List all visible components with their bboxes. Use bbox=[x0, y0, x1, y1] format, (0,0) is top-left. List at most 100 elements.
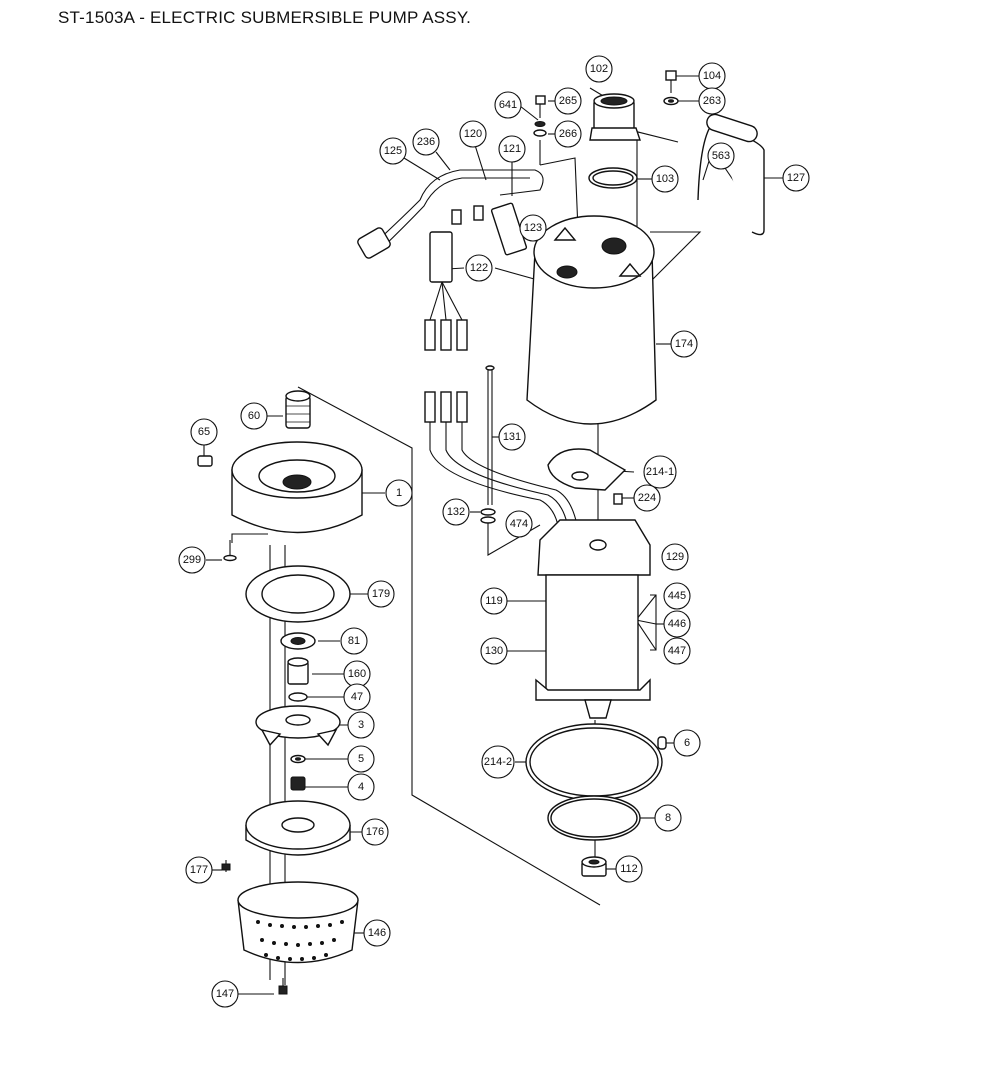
callout-266: 266 bbox=[554, 120, 582, 148]
nut-4 bbox=[290, 776, 306, 791]
svg-text:174: 174 bbox=[675, 338, 693, 350]
washer-263 bbox=[663, 96, 679, 106]
lead-wires bbox=[424, 391, 581, 546]
svg-text:127: 127 bbox=[787, 172, 805, 184]
svg-text:102: 102 bbox=[590, 63, 608, 75]
bearing-81 bbox=[280, 632, 316, 650]
svg-text:1: 1 bbox=[396, 487, 402, 499]
svg-text:214-1: 214-1 bbox=[646, 466, 674, 478]
callout-3: 3 bbox=[347, 711, 375, 739]
svg-text:112: 112 bbox=[620, 863, 638, 875]
callout-81: 81 bbox=[340, 627, 368, 655]
svg-text:8: 8 bbox=[665, 812, 671, 824]
callout-102: 102 bbox=[585, 55, 613, 83]
callout-446: 446 bbox=[663, 610, 691, 638]
svg-text:563: 563 bbox=[712, 150, 730, 162]
svg-text:447: 447 bbox=[668, 645, 686, 657]
gasket-214-1 bbox=[547, 448, 627, 491]
callout-103: 103 bbox=[651, 165, 679, 193]
svg-text:47: 47 bbox=[351, 691, 363, 703]
washer-5 bbox=[290, 754, 306, 764]
callout-214-1: 214-1 bbox=[643, 455, 677, 489]
callout-47: 47 bbox=[343, 683, 371, 711]
callout-112: 112 bbox=[615, 855, 643, 883]
callout-563: 563 bbox=[707, 142, 735, 170]
callout-5: 5 bbox=[347, 745, 375, 773]
svg-text:125: 125 bbox=[384, 145, 402, 157]
svg-text:60: 60 bbox=[248, 410, 260, 422]
svg-text:641: 641 bbox=[499, 99, 517, 111]
pump-casing-176 bbox=[245, 800, 351, 856]
svg-text:119: 119 bbox=[485, 595, 503, 607]
svg-text:123: 123 bbox=[524, 222, 542, 234]
mechanical-seal-60 bbox=[285, 390, 311, 429]
callout-177: 177 bbox=[185, 856, 213, 884]
screw-224 bbox=[613, 493, 623, 505]
callout-127: 127 bbox=[782, 164, 810, 192]
callout-120: 120 bbox=[459, 120, 487, 148]
callout-65: 65 bbox=[190, 418, 218, 446]
motor-housing-174 bbox=[526, 215, 657, 425]
impeller-3 bbox=[255, 705, 341, 747]
callout-263: 263 bbox=[698, 87, 726, 115]
bracket-1 bbox=[231, 441, 363, 534]
callout-299: 299 bbox=[178, 546, 206, 574]
svg-text:146: 146 bbox=[368, 927, 386, 939]
washer-132 bbox=[480, 508, 496, 524]
svg-text:299: 299 bbox=[183, 554, 201, 566]
o-ring-103 bbox=[588, 167, 638, 189]
screw-299 bbox=[223, 540, 237, 562]
callout-146: 146 bbox=[363, 919, 391, 947]
callout-4: 4 bbox=[347, 773, 375, 801]
discharge-outlet-102 bbox=[589, 93, 641, 141]
callout-445: 445 bbox=[663, 582, 691, 610]
callout-122: 122 bbox=[465, 254, 493, 282]
svg-text:131: 131 bbox=[503, 431, 521, 443]
callout-1: 1 bbox=[385, 479, 413, 507]
callout-160: 160 bbox=[343, 660, 371, 688]
svg-text:129: 129 bbox=[666, 551, 684, 563]
motor-stator-119 bbox=[535, 519, 651, 719]
callout-119: 119 bbox=[480, 587, 508, 615]
svg-text:6: 6 bbox=[684, 737, 690, 749]
callout-224: 224 bbox=[633, 484, 661, 512]
sleeve-160 bbox=[287, 657, 309, 685]
o-ring-214-2 bbox=[525, 723, 663, 801]
callout-123: 123 bbox=[519, 214, 547, 242]
callout-8: 8 bbox=[654, 804, 682, 832]
svg-text:122: 122 bbox=[470, 262, 488, 274]
callout-130: 130 bbox=[480, 637, 508, 665]
callout-176: 176 bbox=[361, 818, 389, 846]
pin-6 bbox=[657, 736, 667, 750]
svg-text:263: 263 bbox=[703, 95, 721, 107]
svg-text:4: 4 bbox=[358, 781, 364, 793]
bolt-265 bbox=[533, 95, 547, 137]
callout-174: 174 bbox=[670, 330, 698, 358]
svg-text:445: 445 bbox=[668, 590, 686, 602]
svg-text:177: 177 bbox=[190, 864, 208, 876]
callout-147: 147 bbox=[211, 980, 239, 1008]
callout-6: 6 bbox=[673, 729, 701, 757]
callout-179: 179 bbox=[367, 580, 395, 608]
svg-text:103: 103 bbox=[656, 173, 674, 185]
callout-125: 125 bbox=[379, 137, 407, 165]
svg-text:176: 176 bbox=[366, 826, 384, 838]
o-ring-47 bbox=[288, 692, 308, 702]
svg-text:214-2: 214-2 bbox=[484, 756, 512, 768]
callout-236: 236 bbox=[412, 128, 440, 156]
svg-text:160: 160 bbox=[348, 668, 366, 680]
svg-text:104: 104 bbox=[703, 70, 721, 82]
svg-text:147: 147 bbox=[216, 988, 234, 1000]
svg-text:266: 266 bbox=[559, 128, 577, 140]
svg-text:236: 236 bbox=[417, 136, 435, 148]
callout-104: 104 bbox=[698, 62, 726, 90]
svg-text:3: 3 bbox=[358, 719, 364, 731]
callout-265: 265 bbox=[554, 87, 582, 115]
strainer-146 bbox=[237, 881, 359, 964]
svg-text:130: 130 bbox=[485, 645, 503, 657]
svg-text:65: 65 bbox=[198, 426, 210, 438]
callout-474: 474 bbox=[505, 510, 533, 538]
bolt-104 bbox=[665, 70, 677, 93]
svg-text:265: 265 bbox=[559, 95, 577, 107]
